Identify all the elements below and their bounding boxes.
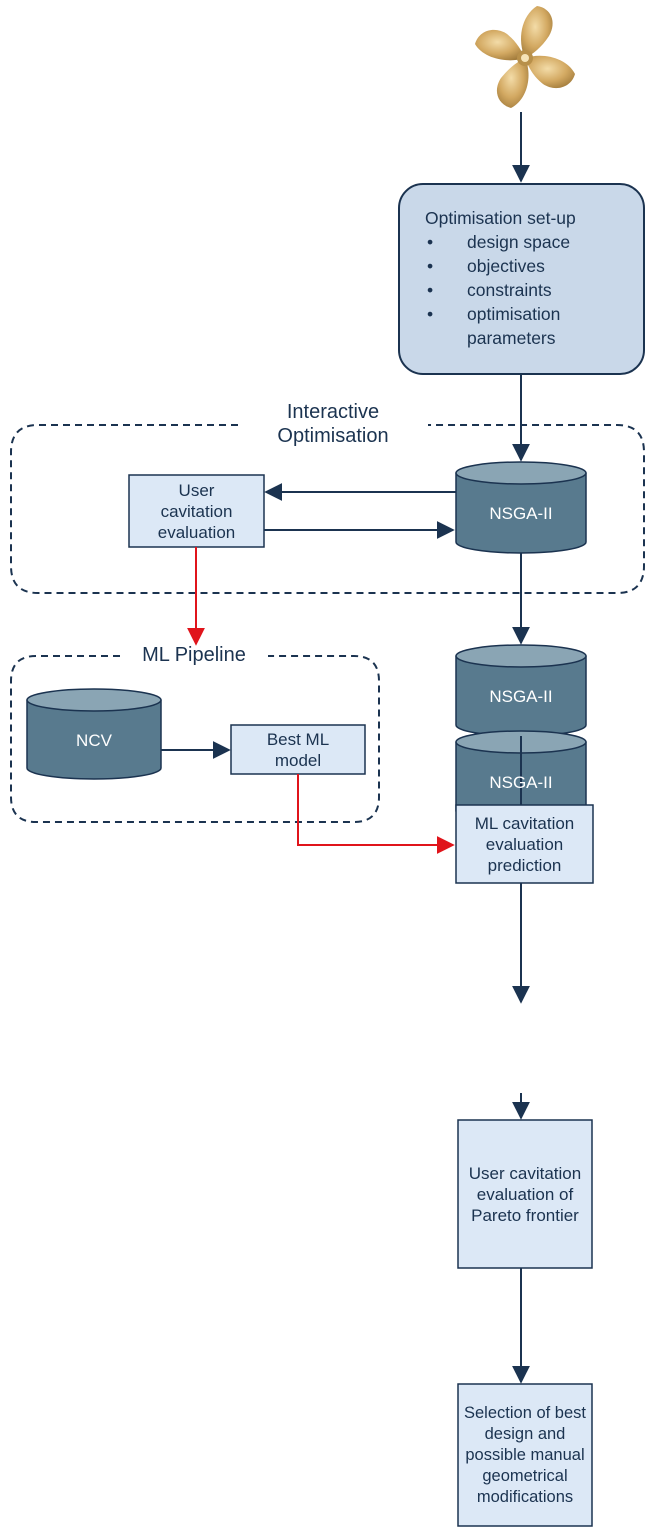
setup-item: design space <box>425 230 644 254</box>
ml-pipeline-group <box>10 655 380 823</box>
user-pareto-evaluation-text: User cavitation evaluation of Pareto fro… <box>468 1163 582 1225</box>
nsga-ii-label-3: NSGA-II <box>489 773 553 792</box>
nsga-ii-db-1 <box>455 461 587 554</box>
interactive-optimisation-group <box>10 424 645 594</box>
best-ml-model-text: Best ML model <box>266 729 330 770</box>
propeller-icon <box>475 6 575 108</box>
arrow-best-ml-to-prediction <box>297 774 455 854</box>
selection-text: Selection of best design and possible ma… <box>464 1403 586 1506</box>
best-ml-model-box <box>230 724 366 775</box>
ml-cavitation-prediction-box <box>455 804 594 884</box>
user-cavitation-evaluation-text: User cavitation evaluation <box>157 480 236 542</box>
setup-item: optimisation parameters <box>425 302 644 350</box>
user-cavitation-evaluation-box <box>128 474 265 548</box>
ncv-label: NCV <box>76 731 112 750</box>
ml-connectors <box>187 547 455 854</box>
setup-list: design space objectives constraints opti… <box>425 230 644 350</box>
nsga-ii-label-2: NSGA-II <box>489 687 553 706</box>
setup-title: Optimisation set-up <box>425 208 576 228</box>
interactive-optimisation-label: Interactive Optimisation <box>277 401 389 447</box>
setup-item: objectives <box>425 254 644 278</box>
flow-connectors <box>161 112 530 1384</box>
setup-item: constraints <box>425 278 644 302</box>
nsga-ii-label-1: NSGA-II <box>489 504 553 523</box>
ncv-db <box>26 688 162 780</box>
user-pareto-evaluation-box <box>457 1119 593 1269</box>
ml-cavitation-prediction-text: ML cavitation evaluation prediction <box>474 813 575 875</box>
selection-box <box>457 1383 593 1527</box>
ml-pipeline-label: ML Pipeline <box>142 644 246 666</box>
nsga-ii-db-2 <box>455 644 587 737</box>
optimisation-setup-content: Optimisation set-up design space objecti… <box>399 184 644 374</box>
